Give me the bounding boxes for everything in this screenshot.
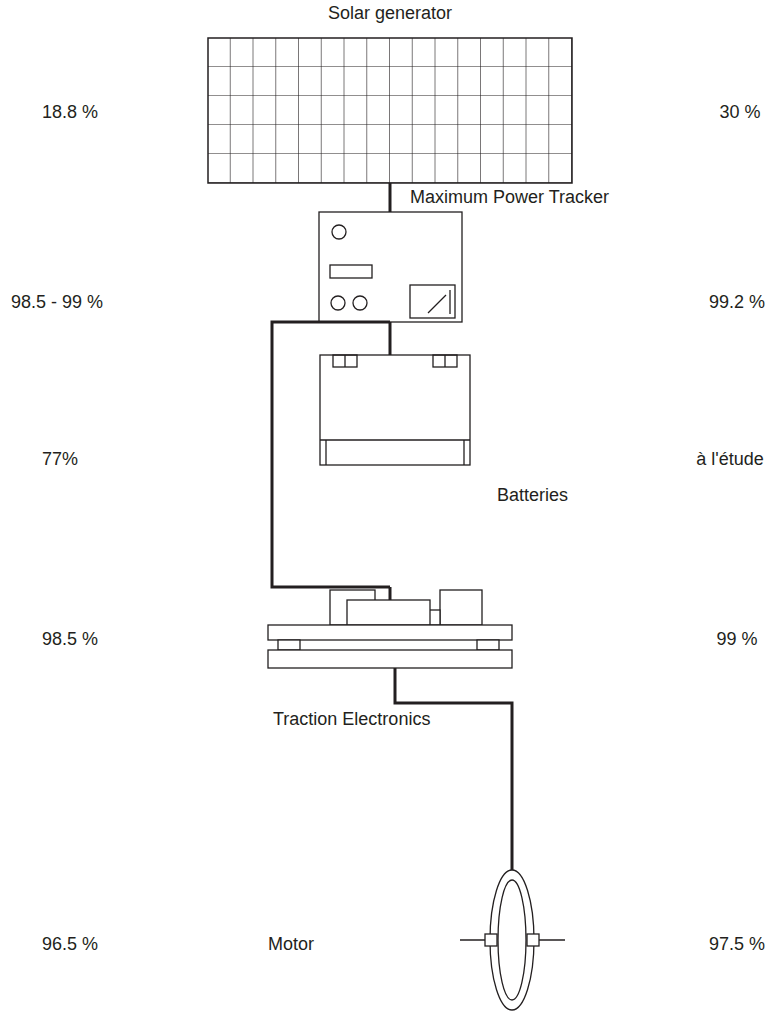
solar-panel [208,38,572,183]
wire [395,668,512,870]
efficiency-value: 98.5 % [42,628,98,650]
efficiency-value: 99.2 % [709,291,765,313]
efficiency-value: 18.8 % [42,101,98,123]
efficiency-value: 99 % [716,628,757,650]
wire [390,322,391,355]
wire-line [389,322,392,355]
wire-line [272,322,390,587]
component-node: Batteries [320,355,470,465]
component-node: Traction Electronics [268,587,512,668]
component-node: Maximum Power Tracker [319,212,462,322]
component-label: Motor [268,933,314,955]
efficiency-value: 30 % [719,101,760,123]
efficiency-value: à l'étude [696,448,764,470]
component-label: Batteries [497,484,568,506]
wire-line [389,183,392,212]
wire-line [395,668,512,870]
component-node: Motor [490,870,534,1010]
component-label: Solar generator [328,2,452,24]
mppt-device [319,212,462,322]
traction-electronics [268,587,512,668]
battery [320,355,470,465]
wire [272,322,390,587]
efficiency-value: 98.5 - 99 % [11,291,103,313]
motor-wheel [460,870,565,1010]
component-node: Solar generator [208,38,572,183]
efficiency-value: 77% [42,448,78,470]
efficiency-value: 97.5 % [709,933,765,955]
component-label: Maximum Power Tracker [410,186,609,208]
efficiency-value: 96.5 % [42,933,98,955]
component-label: Traction Electronics [273,708,430,730]
wire [390,183,391,212]
